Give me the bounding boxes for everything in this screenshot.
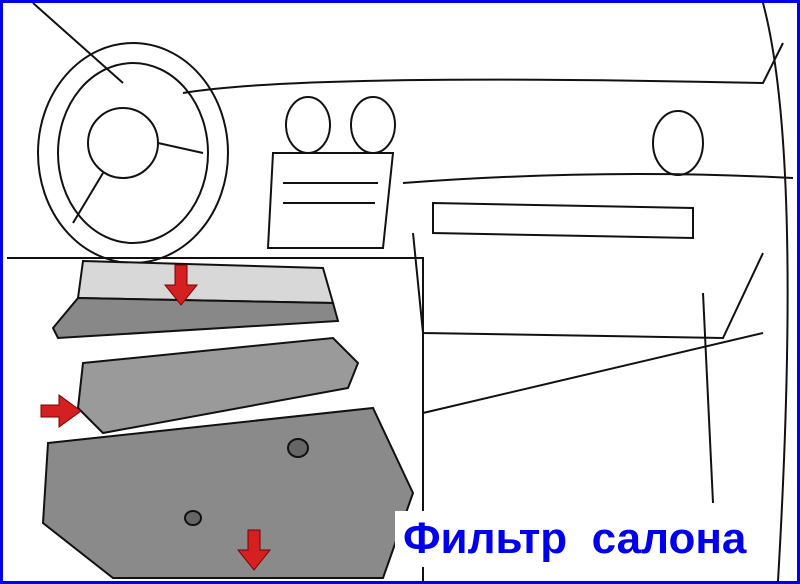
lower-cover-part [41,406,415,579]
red-arrows [40,264,272,571]
arrow-right-icon [40,394,82,428]
inset-panel [7,257,424,581]
air-vents [285,96,704,176]
cabin-filter-illustration [7,3,794,581]
arrow-down-icon [236,529,272,571]
dashboard-drawing [32,3,794,581]
arrow-down-icon [163,264,199,306]
filter-frame-part [76,336,360,435]
caption-title: Фильтр салона [395,511,755,567]
cabin-filter-part [51,259,340,340]
steering-wheel [37,42,229,264]
